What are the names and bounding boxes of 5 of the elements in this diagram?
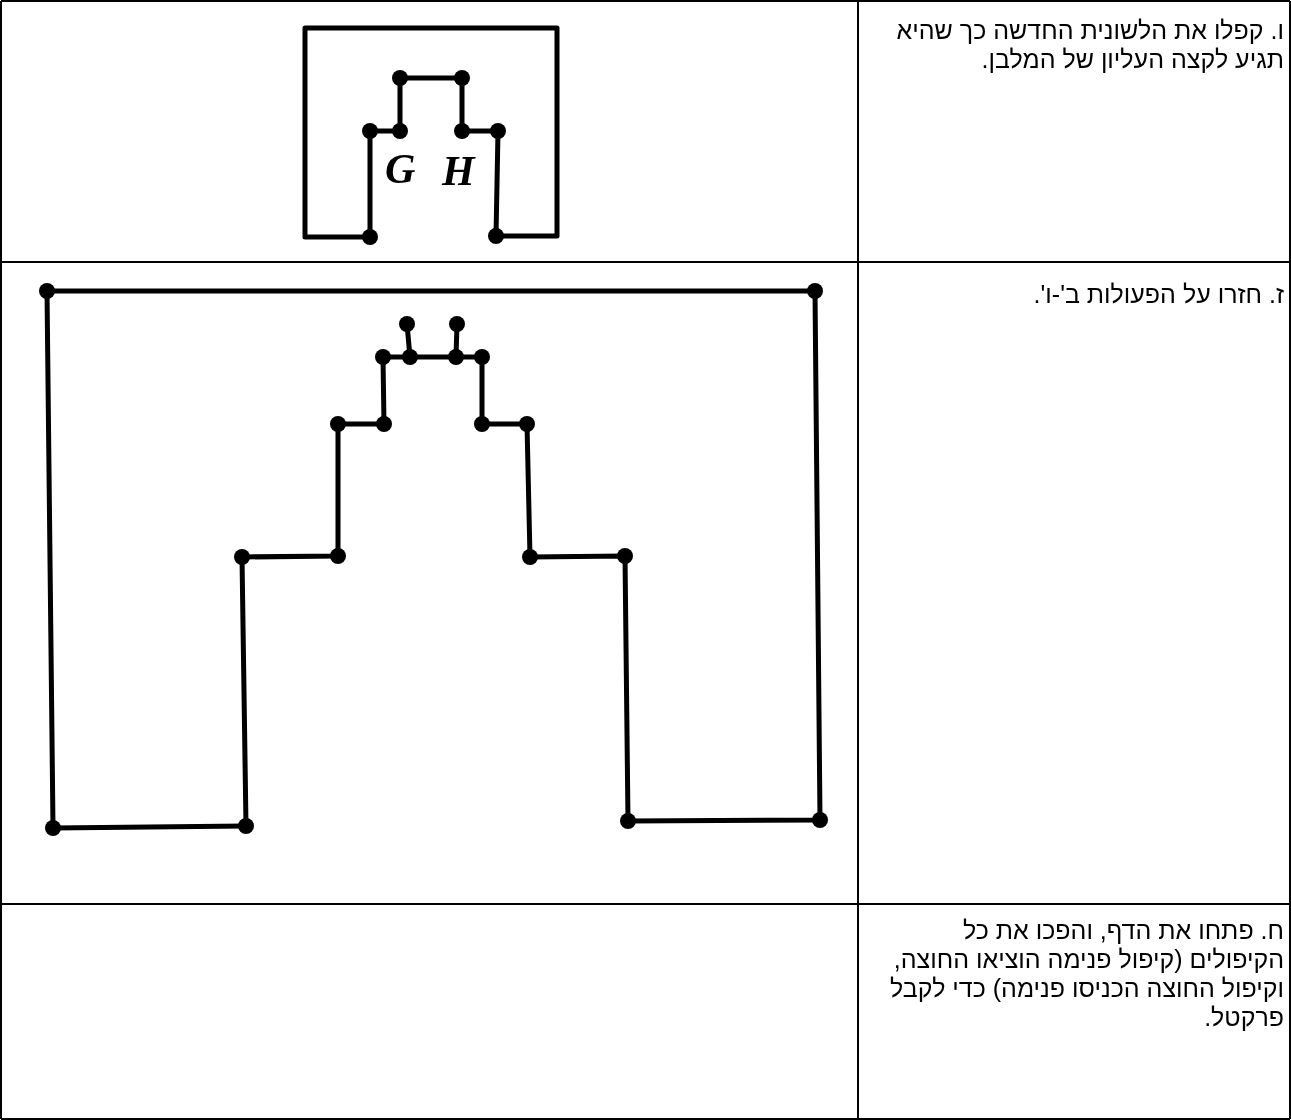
instruction-text: ו. קפלו את הלשונית החדשה כך שהיא תגיע לקצה העליון של המלבן. [895, 16, 1284, 74]
point-label: H [442, 150, 475, 192]
instruction-text: ז. חזרו על הפעולות ב'-ו'. [1032, 280, 1284, 309]
instruction-text: ח. פתחו את הדף, והפכו את כל הקיפולים (קיפול פנימה הוציאו החוצה, וקיפול החוצה הכניסו פנימה) כדי לקבל פרקטל. [888, 916, 1284, 1032]
point-label: G [385, 148, 416, 190]
